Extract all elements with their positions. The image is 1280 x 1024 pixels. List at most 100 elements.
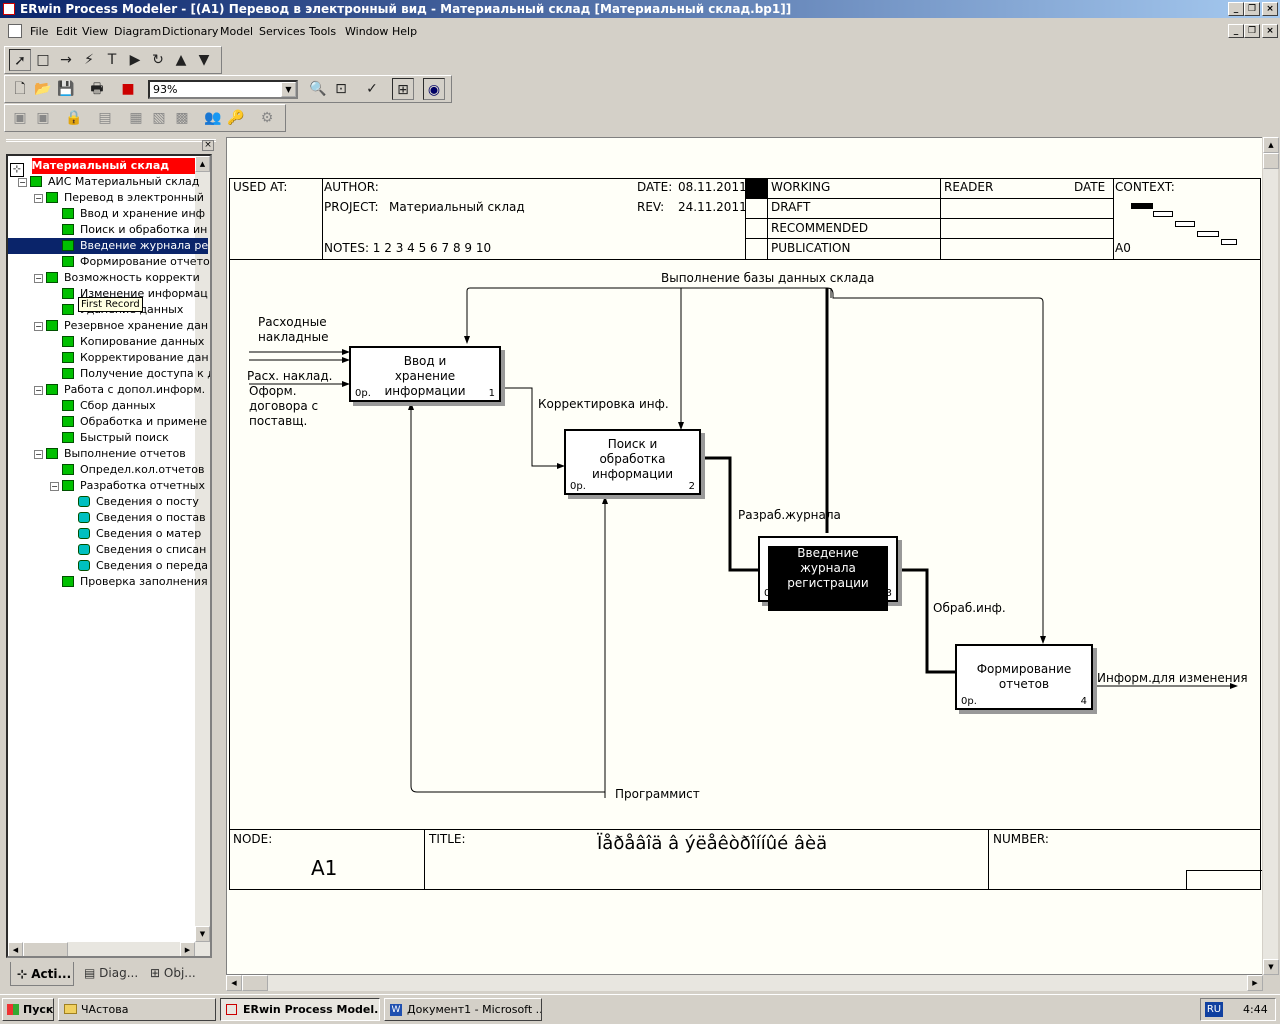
go-child-icon[interactable]: ▼: [198, 52, 210, 68]
canvas-hscroll-thumb[interactable]: [242, 975, 268, 991]
tree-expander-icon[interactable]: −: [34, 450, 43, 459]
tree-expander-icon[interactable]: −: [34, 194, 43, 203]
arrow-tool-icon[interactable]: →: [60, 52, 72, 68]
mdi-close-button[interactable]: ×: [1262, 24, 1278, 38]
open-folder-icon[interactable]: 📂: [34, 81, 52, 97]
tree-scroll-down[interactable]: ▼: [195, 926, 210, 942]
squiggle-tool-icon[interactable]: ⚡: [84, 52, 94, 68]
tree-item[interactable]: Ввод и хранение инф: [62, 206, 210, 222]
print-icon[interactable]: 🖶: [90, 81, 104, 97]
model-explorer-icon[interactable]: ⊞: [392, 78, 414, 100]
mart-grid-icon[interactable]: ▩: [175, 110, 189, 126]
canvas-scroll-left[interactable]: ◀: [226, 975, 242, 991]
tree-expander-icon[interactable]: −: [34, 386, 43, 395]
zoom-fit-icon[interactable]: ⊡: [335, 81, 347, 97]
tree-item[interactable]: АИС Материальный склад: [30, 174, 210, 190]
tree-item[interactable]: Сведения о списан: [78, 542, 210, 558]
label-arrow-1-2[interactable]: Корректировка инф.: [538, 397, 669, 411]
close-button[interactable]: ×: [1262, 2, 1278, 16]
tree-root[interactable]: ⊹ Материальный склад: [10, 158, 196, 177]
model-tree[interactable]: ⊹ Материальный склад ▲ ▼ ◀ ▶ АИС Материа…: [6, 154, 212, 958]
menu-help[interactable]: Help: [392, 25, 418, 38]
tree-expander-icon[interactable]: −: [34, 322, 43, 331]
mdi-minimize-button[interactable]: _: [1228, 24, 1244, 38]
panel-close-icon[interactable]: ×: [202, 140, 214, 151]
activity-box-2[interactable]: Поиск и обработка информации 0р. 2: [564, 429, 701, 495]
tree-hscroll[interactable]: ◀ ▶: [8, 942, 210, 956]
tree-item[interactable]: Поиск и обработка ин: [62, 222, 210, 238]
minimize-button[interactable]: _: [1228, 2, 1244, 16]
tree-item[interactable]: Копирование данных: [62, 334, 210, 350]
new-file-icon[interactable]: 🗋: [14, 81, 26, 97]
start-button[interactable]: Пуск: [2, 998, 54, 1021]
tree-item[interactable]: Формирование отчето: [62, 254, 210, 270]
tree-item[interactable]: Корректирование дан: [62, 350, 210, 366]
taskbar-item-folder[interactable]: ЧАстова: [58, 998, 216, 1021]
language-indicator[interactable]: RU: [1205, 1002, 1223, 1017]
label-control-top[interactable]: Выполнение базы данных склада: [661, 271, 875, 285]
tree-item[interactable]: Сведения о постав: [78, 510, 210, 526]
go-parent-icon[interactable]: ▲: [175, 52, 187, 68]
tree-item[interactable]: Быстрый поиск: [62, 430, 210, 446]
mart-tool-icon[interactable]: ⚙: [260, 110, 274, 126]
tree-expander-icon[interactable]: −: [34, 274, 43, 283]
tree-item[interactable]: Сведения о матер: [78, 526, 210, 542]
tree-item[interactable]: Сведения о переда: [78, 558, 210, 574]
mdi-restore-button[interactable]: ❐: [1244, 24, 1260, 38]
mart-save-icon[interactable]: ▧: [152, 110, 166, 126]
menu-model[interactable]: Model: [220, 25, 254, 38]
label-input-2[interactable]: Расх. наклад.: [247, 369, 333, 383]
canvas-scroll-right[interactable]: ▶: [1247, 975, 1263, 991]
mart-keys-icon[interactable]: 🔑: [227, 110, 245, 126]
tab-activities[interactable]: ⊹ Acti...: [10, 962, 74, 986]
tree-vscroll[interactable]: [195, 172, 210, 926]
color-icon[interactable]: ■: [121, 81, 135, 97]
refresh-icon[interactable]: ↻: [152, 52, 164, 68]
restore-button[interactable]: ❐: [1244, 2, 1260, 16]
activity-box-1[interactable]: Ввод и хранение информации 0р. 1: [349, 346, 501, 402]
tree-item[interactable]: Перевод в электронный: [46, 190, 210, 206]
mart-disconnect-icon[interactable]: ▣: [36, 110, 50, 126]
menu-services[interactable]: Services: [259, 25, 306, 38]
label-output[interactable]: Информ.для изменения: [1097, 671, 1248, 685]
zoom-select[interactable]: 93% ▼: [148, 80, 298, 99]
canvas-scroll-up[interactable]: ▲: [1263, 137, 1279, 153]
canvas-scroll-down[interactable]: ▼: [1263, 959, 1279, 975]
tree-scroll-up[interactable]: ▲: [195, 156, 210, 172]
chevron-down-icon[interactable]: ▼: [281, 82, 296, 97]
tree-item[interactable]: Проверка заполнения: [62, 574, 210, 590]
canvas-hscrollbar[interactable]: ◀ ▶: [226, 975, 1263, 991]
tree-item[interactable]: Обработка и примене: [62, 414, 210, 430]
menu-diagram[interactable]: Diagram: [114, 25, 162, 38]
tree-expander-icon[interactable]: −: [18, 178, 27, 187]
canvas-vscrollbar[interactable]: ▲ ▼: [1262, 137, 1279, 975]
activity-box-3-selected[interactable]: Введение журнала регистрации 0р. 3: [758, 536, 898, 611]
text-tool-icon[interactable]: T: [107, 52, 117, 68]
tree-item[interactable]: Получение доступа к д: [62, 366, 210, 382]
label-arrow-2-3[interactable]: Разраб.журнала: [738, 508, 841, 522]
browser-icon[interactable]: ◉: [423, 78, 445, 100]
menu-tools[interactable]: Tools: [309, 25, 337, 38]
tab-diagrams[interactable]: ▤ Diag...: [84, 966, 139, 980]
label-input-1[interactable]: Расходные накладные: [258, 315, 329, 344]
taskbar-item-erwin[interactable]: ERwin Process Model...: [220, 998, 380, 1021]
tree-item[interactable]: Разработка отчетных: [62, 478, 210, 494]
menu-edit[interactable]: Edit: [56, 25, 78, 38]
tree-item[interactable]: Сбор данных: [62, 398, 210, 414]
mart-users-icon[interactable]: 👥: [204, 110, 222, 126]
pointer-tool-icon[interactable]: ➚: [9, 49, 31, 71]
diagram-canvas[interactable]: USED AT: AUTHOR: PROJECT: Материальный с…: [226, 137, 1263, 975]
tree-item[interactable]: Возможность корректи: [46, 270, 210, 286]
spellcheck-icon[interactable]: ✓: [366, 81, 378, 97]
canvas-scroll-thumb[interactable]: [1263, 153, 1279, 169]
label-arrow-3-4[interactable]: Обраб.инф.: [933, 601, 1006, 615]
go-sibling-icon[interactable]: ▶: [129, 52, 141, 68]
tab-objects[interactable]: ⊞ Obj...: [150, 966, 196, 980]
mart-connect-icon[interactable]: ▣: [13, 110, 27, 126]
tree-item[interactable]: Сведения о посту: [78, 494, 210, 510]
menu-file[interactable]: File: [30, 25, 49, 38]
menu-dictionary[interactable]: Dictionary: [162, 25, 219, 38]
tree-item[interactable]: Изменение информац: [62, 286, 210, 302]
library-icon[interactable]: ▤: [98, 110, 112, 126]
